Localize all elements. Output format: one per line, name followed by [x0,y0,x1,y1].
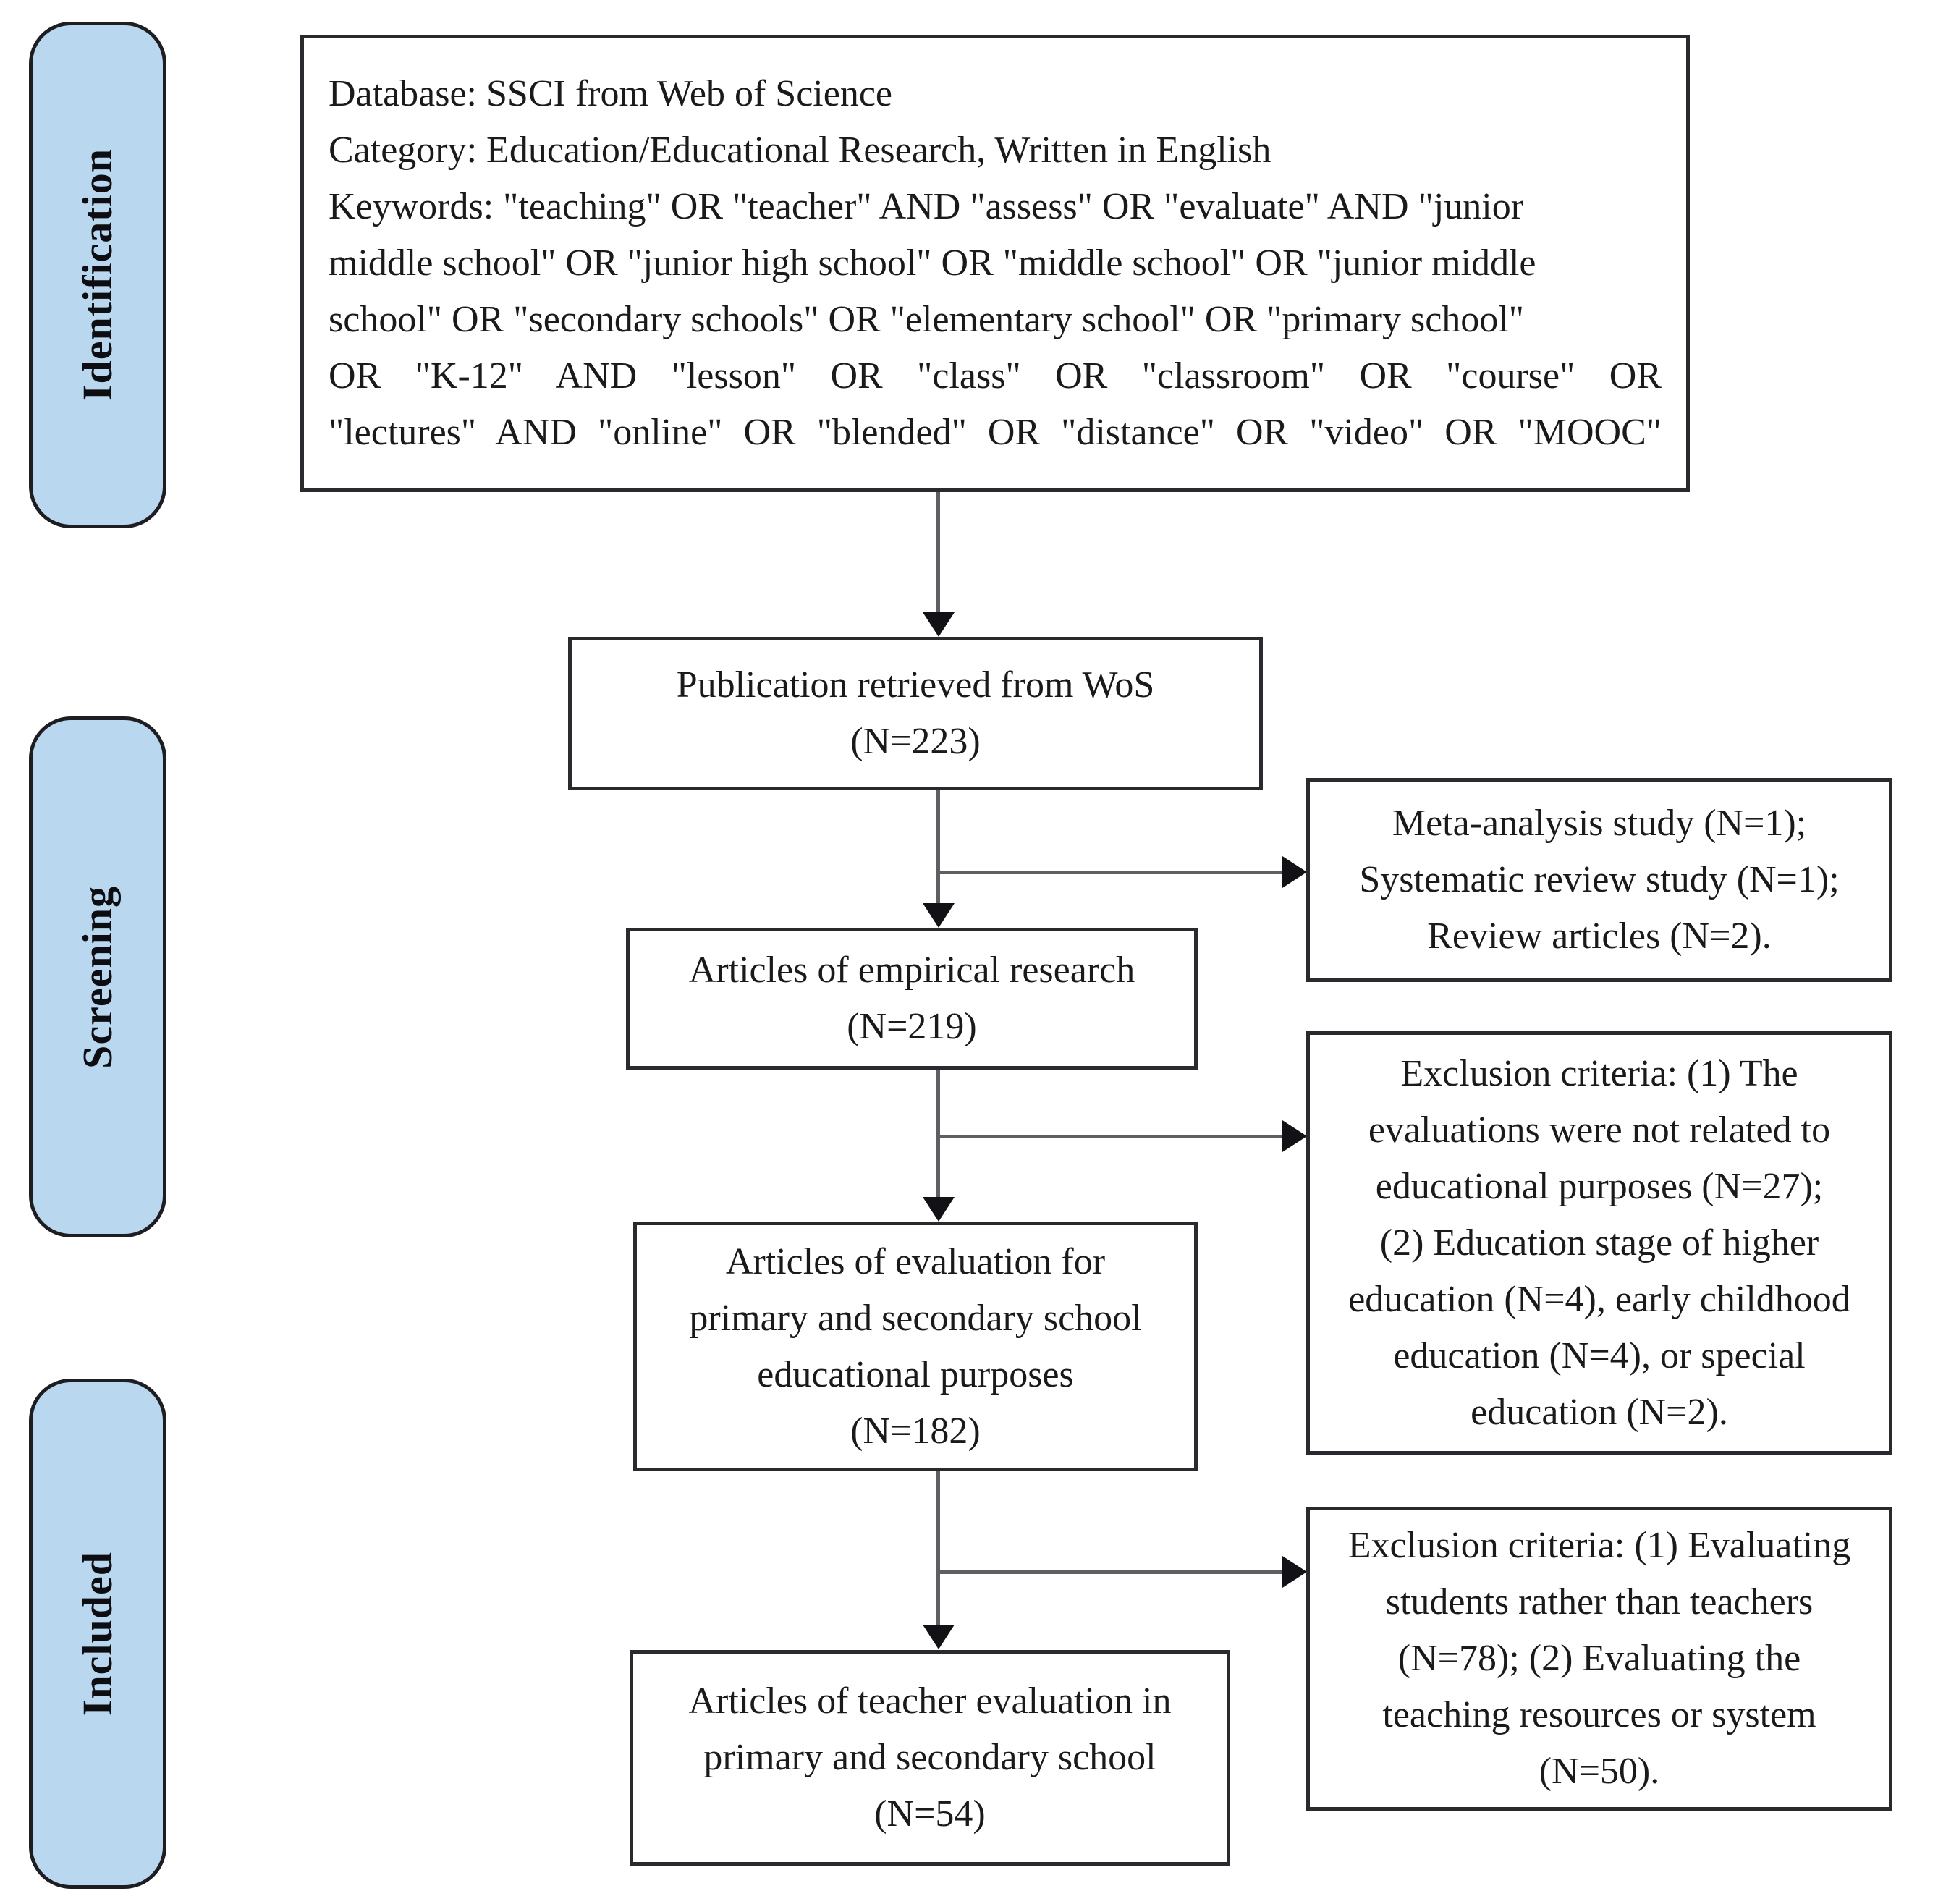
empirical-label: Articles of empirical research [688,949,1135,991]
exclusion-first-line-3: Review articles (N=2). [1427,915,1772,957]
branch-line-exclusion-first [936,871,1282,874]
search-line-database: Database: SSCI from Web of Science [329,73,892,114]
exclusion-box-third: Exclusion criteria: (1) Evaluating stude… [1306,1507,1892,1811]
retrieved-label: Publication retrieved from WoS [676,664,1155,706]
exclusion-third-line-3: (N=78); (2) Evaluating the [1397,1638,1801,1679]
evaluation-count: (N=182) [850,1410,981,1452]
arrowhead-exclusion-third [1282,1556,1307,1588]
arrowhead-exclusion-second [1282,1120,1307,1152]
arrowhead-exclusion-first [1282,856,1307,888]
phase-pill-identification: Identification [29,22,166,528]
stage-box-retrieved: Publication retrieved from WoS (N=223) [568,637,1263,790]
phase-pill-included: Included [29,1379,166,1889]
empirical-count: (N=219) [847,1006,977,1047]
arrowhead-search-to-retrieved [923,612,955,637]
evaluation-line-2: primary and secondary school [689,1297,1142,1339]
connector-empirical-to-evaluation [936,1070,940,1197]
exclusion-second-line-3: educational purposes (N=27); [1375,1165,1824,1207]
search-line-keywords-5: "lectures" AND "online" OR "blended" OR … [329,412,1662,453]
phase-label-identification: Identification [74,148,121,402]
evaluation-line-1: Articles of evaluation for [725,1240,1106,1282]
phase-label-included: Included [74,1551,121,1717]
branch-line-exclusion-third [936,1570,1282,1574]
retrieved-count: (N=223) [850,721,981,762]
arrowhead-evaluation-to-included [923,1625,955,1649]
evaluation-line-3: educational purposes [757,1353,1074,1395]
exclusion-box-first: Meta-analysis study (N=1); Systematic re… [1306,778,1892,982]
exclusion-third-line-5: (N=50). [1539,1751,1660,1792]
exclusion-second-line-4: (2) Education stage of higher [1379,1222,1819,1264]
included-count: (N=54) [874,1793,986,1835]
connector-retrieved-to-empirical [936,790,940,903]
stage-box-included: Articles of teacher evaluation in primar… [630,1650,1230,1866]
exclusion-second-line-2: evaluations were not related to [1368,1109,1831,1151]
phase-label-screening: Screening [74,885,121,1069]
included-line-2: primary and secondary school [703,1737,1156,1778]
stage-box-empirical: Articles of empirical research (N=219) [626,928,1198,1070]
search-line-keywords-1: Keywords: "teaching" OR "teacher" AND "a… [329,186,1524,227]
search-line-category: Category: Education/Educational Research… [329,130,1271,171]
search-line-keywords-2: middle school" OR "junior high school" O… [329,242,1536,284]
exclusion-third-line-2: students rather than teachers [1385,1581,1814,1622]
exclusion-second-line-5: education (N=4), early childhood [1348,1278,1850,1320]
arrowhead-retrieved-to-empirical [923,903,955,928]
exclusion-first-line-1: Meta-analysis study (N=1); [1392,803,1807,844]
connector-search-to-retrieved [936,492,940,612]
search-strategy-box: Database: SSCI from Web of Science Categ… [300,35,1690,492]
branch-line-exclusion-second [936,1135,1282,1138]
stage-box-evaluation: Articles of evaluation for primary and s… [633,1222,1198,1471]
exclusion-third-line-4: teaching resources or system [1382,1694,1816,1735]
search-line-keywords-3: school" OR "secondary schools" OR "eleme… [329,299,1524,340]
exclusion-third-line-1: Exclusion criteria: (1) Evaluating [1347,1525,1851,1566]
exclusion-box-second: Exclusion criteria: (1) The evaluations … [1306,1031,1892,1455]
exclusion-second-line-1: Exclusion criteria: (1) The [1400,1052,1798,1094]
arrowhead-empirical-to-evaluation [923,1197,955,1222]
connector-evaluation-to-included [936,1471,940,1625]
phase-pill-screening: Screening [29,716,166,1237]
search-line-keywords-4: OR "K-12" AND "lesson" OR "class" OR "cl… [329,355,1662,397]
included-line-1: Articles of teacher evaluation in [688,1680,1172,1722]
exclusion-second-line-7: education (N=2). [1471,1391,1728,1433]
exclusion-second-line-6: education (N=4), or special [1393,1334,1806,1376]
exclusion-first-line-2: Systematic review study (N=1); [1359,859,1840,900]
